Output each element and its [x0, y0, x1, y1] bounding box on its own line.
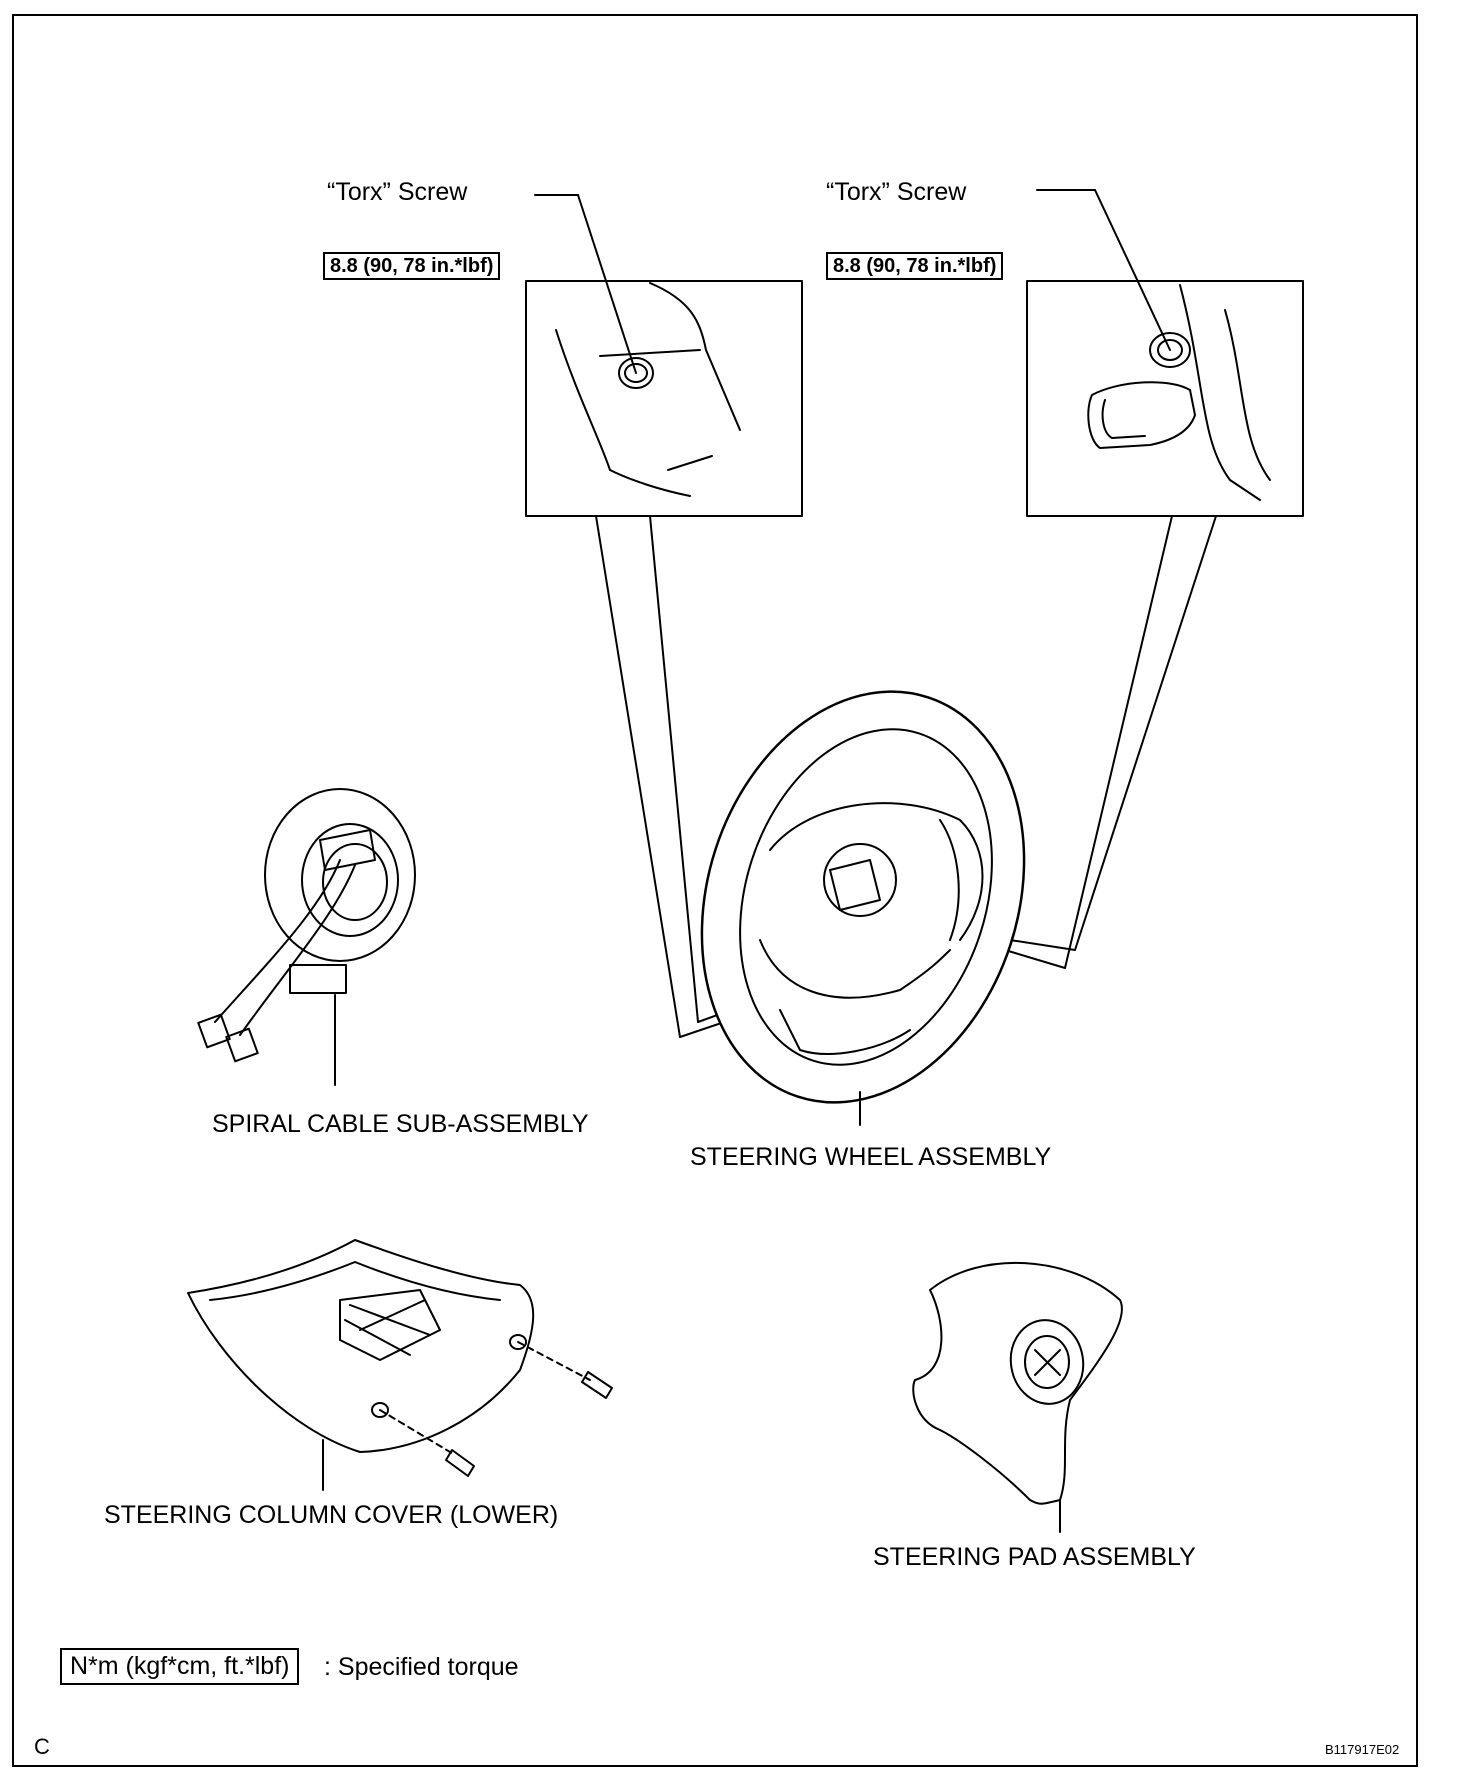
- detail-box-right: [1004, 189, 1304, 969]
- steering-pad-drawing: [912, 1261, 1123, 1533]
- detail-box-left: [525, 194, 803, 1038]
- steering-wheel-drawing: [700, 690, 1026, 1126]
- corner-letter: C: [34, 1734, 50, 1759]
- column-cover-label: STEERING COLUMN COVER (LOWER): [104, 1501, 559, 1529]
- steering-pad-label: STEERING PAD ASSEMBLY: [873, 1543, 1196, 1571]
- torque-legend-text: : Specified torque: [324, 1653, 519, 1681]
- spiral-cable-label: SPIRAL CABLE SUB-ASSEMBLY: [212, 1110, 589, 1138]
- figure-code: B117917E02: [1325, 1742, 1400, 1757]
- left-screw-label: “Torx” Screw: [327, 178, 468, 206]
- steering-wheel-label: STEERING WHEEL ASSEMBLY: [690, 1143, 1052, 1171]
- right-torque-box: 8.8 (90, 78 in.*lbf): [826, 252, 1004, 280]
- right-screw-label: “Torx” Screw: [826, 178, 967, 206]
- diagram-frame: [12, 14, 1418, 1767]
- left-torque-box: 8.8 (90, 78 in.*lbf): [323, 252, 501, 280]
- column-cover-drawing: [187, 1239, 613, 1491]
- spiral-cable-drawing: [197, 788, 416, 1086]
- torque-legend-box: N*m (kgf*cm, ft.*lbf): [60, 1648, 300, 1685]
